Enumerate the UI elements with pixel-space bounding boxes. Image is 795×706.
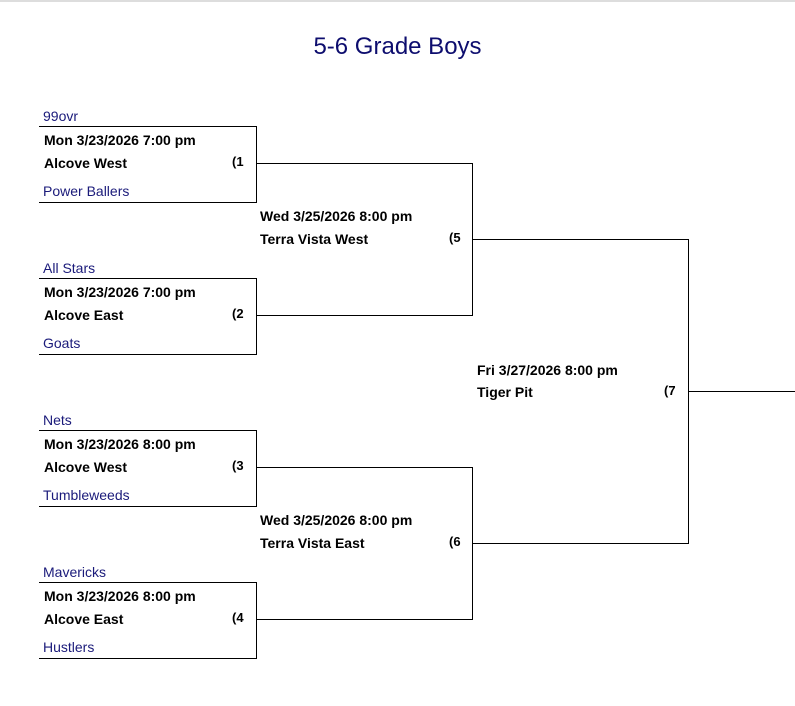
game-date-3: Mon 3/23/2026 8:00 pm (44, 436, 196, 452)
game-date-4: Mon 3/23/2026 8:00 pm (44, 588, 196, 604)
game-date-2: Mon 3/23/2026 7:00 pm (44, 284, 196, 300)
game-location-1: Alcove West (44, 155, 127, 171)
team-top-1[interactable]: 99ovr (43, 108, 79, 124)
game-location-6: Terra Vista East (260, 535, 365, 551)
team-bottom-4[interactable]: Hustlers (43, 639, 95, 655)
team-bottom-3[interactable]: Tumbleweeds (43, 487, 130, 503)
game-number-3: (3 (232, 458, 244, 473)
game-location-3: Alcove West (44, 459, 127, 475)
game-location-7: Tiger Pit (477, 384, 533, 400)
team-top-4[interactable]: Mavericks (43, 564, 107, 580)
game-number-1: (1 (232, 154, 244, 169)
page-title: 5-6 Grade Boys (313, 33, 482, 60)
game-date-5: Wed 3/25/2026 8:00 pm (260, 208, 413, 224)
game-2-box (39, 278, 257, 355)
team-top-2[interactable]: All Stars (43, 260, 96, 276)
game-number-2: (2 (232, 306, 244, 321)
game-date-1: Mon 3/23/2026 7:00 pm (44, 132, 196, 148)
game-date-7: Fri 3/27/2026 8:00 pm (477, 362, 618, 378)
game-1-box (39, 126, 257, 203)
top-divider (0, 0, 795, 2)
game-location-4: Alcove East (44, 611, 124, 627)
game-date-6: Wed 3/25/2026 8:00 pm (260, 512, 413, 528)
game-4-box (39, 582, 257, 659)
game-3-box (39, 430, 257, 507)
game-location-2: Alcove East (44, 307, 124, 323)
game-number-7: (7 (664, 383, 676, 398)
game-number-5: (5 (449, 230, 461, 245)
team-top-3[interactable]: Nets (43, 412, 72, 428)
team-bottom-2[interactable]: Goats (43, 335, 81, 351)
game-number-4: (4 (232, 610, 244, 625)
game-number-6: (6 (449, 534, 461, 549)
team-bottom-1[interactable]: Power Ballers (43, 183, 130, 199)
game-location-5: Terra Vista West (260, 231, 369, 247)
